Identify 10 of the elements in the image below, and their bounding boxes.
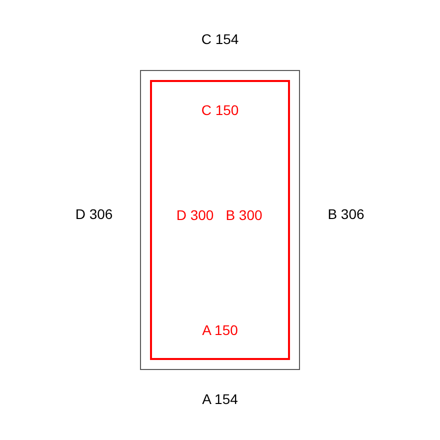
side-label: D 300 bbox=[176, 208, 214, 222]
dimension-label: D 306 bbox=[75, 207, 113, 221]
dimension-label: C 154 bbox=[201, 32, 239, 46]
inner-rectangle bbox=[150, 80, 290, 360]
side-label: C 150 bbox=[201, 103, 239, 117]
side-label: B 300 bbox=[226, 208, 262, 222]
side-label: A 150 bbox=[202, 323, 238, 337]
outer-rectangle bbox=[140, 70, 300, 370]
dimension-label: A 154 bbox=[202, 392, 238, 406]
dimension-label: B 306 bbox=[328, 207, 364, 221]
